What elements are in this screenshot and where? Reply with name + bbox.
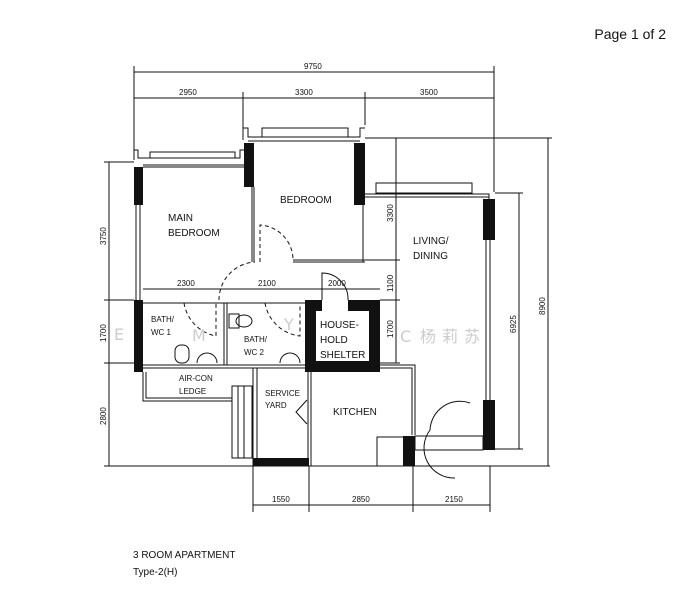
dim-overall-width: 9750 (304, 62, 322, 71)
dim-top-2: 3300 (295, 88, 313, 97)
dim-inner-v-3: 1700 (386, 320, 395, 338)
dim-bottom-3: 2150 (445, 495, 463, 504)
room-main-bedroom-line1: MAIN (168, 213, 193, 224)
dimension-labels: 9750 2950 3300 3500 3750 1700 2800 2300 … (99, 62, 547, 504)
room-service-yard-line1: SERVICE (265, 389, 300, 398)
dim-right-inner: 6925 (509, 315, 518, 333)
room-bath1-line1: BATH/ (151, 315, 175, 324)
room-aircon-line1: AIR-CON (179, 374, 213, 383)
svg-text:Y: Y (283, 315, 294, 334)
doors (183, 224, 471, 479)
dim-inner-h-3: 2000 (328, 279, 346, 288)
page-indicator: Page 1 of 2 (594, 26, 666, 42)
room-main-bedroom-line2: BEDROOM (168, 228, 220, 239)
fixtures (174, 313, 301, 364)
svg-text:C: C (400, 327, 411, 346)
room-living-line2: DINING (413, 251, 448, 262)
room-aircon-line2: LEDGE (179, 387, 206, 396)
dim-left-3: 2800 (99, 407, 108, 425)
room-shelter-line2: HOLD (320, 335, 348, 346)
svg-text:M: M (192, 326, 206, 345)
dim-bottom-1: 1550 (272, 495, 290, 504)
walls (133, 127, 495, 466)
watermark: E M Y C 杨 莉 苏 (114, 315, 480, 346)
room-bath2-line2: WC 2 (244, 348, 265, 357)
room-kitchen: KITCHEN (333, 407, 377, 418)
dim-inner-h-2: 2100 (258, 279, 276, 288)
dim-inner-v-2: 1100 (386, 274, 395, 292)
dim-top-3: 3500 (420, 88, 438, 97)
svg-text:苏: 苏 (464, 327, 480, 346)
dim-top-1: 2950 (179, 88, 197, 97)
dimension-lines (104, 66, 552, 512)
plan-title: 3 ROOM APARTMENT (133, 550, 235, 561)
room-labels: MAIN BEDROOM BEDROOM LIVING/ DINING BATH… (151, 195, 449, 418)
dim-left-1: 3750 (99, 227, 108, 245)
dim-bottom-2: 2850 (352, 495, 370, 504)
dim-left-2: 1700 (99, 324, 108, 342)
svg-text:莉: 莉 (442, 327, 458, 346)
room-bath2-line1: BATH/ (244, 335, 268, 344)
dim-inner-h-1: 2300 (177, 279, 195, 288)
dim-right-overall: 8900 (538, 297, 547, 315)
room-shelter-line1: HOUSE- (320, 320, 359, 331)
room-bedroom: BEDROOM (280, 195, 332, 206)
svg-text:杨: 杨 (420, 327, 436, 346)
room-service-yard-line2: YARD (265, 401, 287, 410)
dim-inner-v-1: 3300 (386, 204, 395, 222)
room-living-line1: LIVING/ (413, 236, 449, 247)
svg-text:E: E (114, 325, 124, 344)
room-shelter-line3: SHELTER (320, 350, 365, 361)
room-bath1-line2: WC 1 (151, 328, 172, 337)
plan-type: Type-2(H) (133, 567, 177, 578)
